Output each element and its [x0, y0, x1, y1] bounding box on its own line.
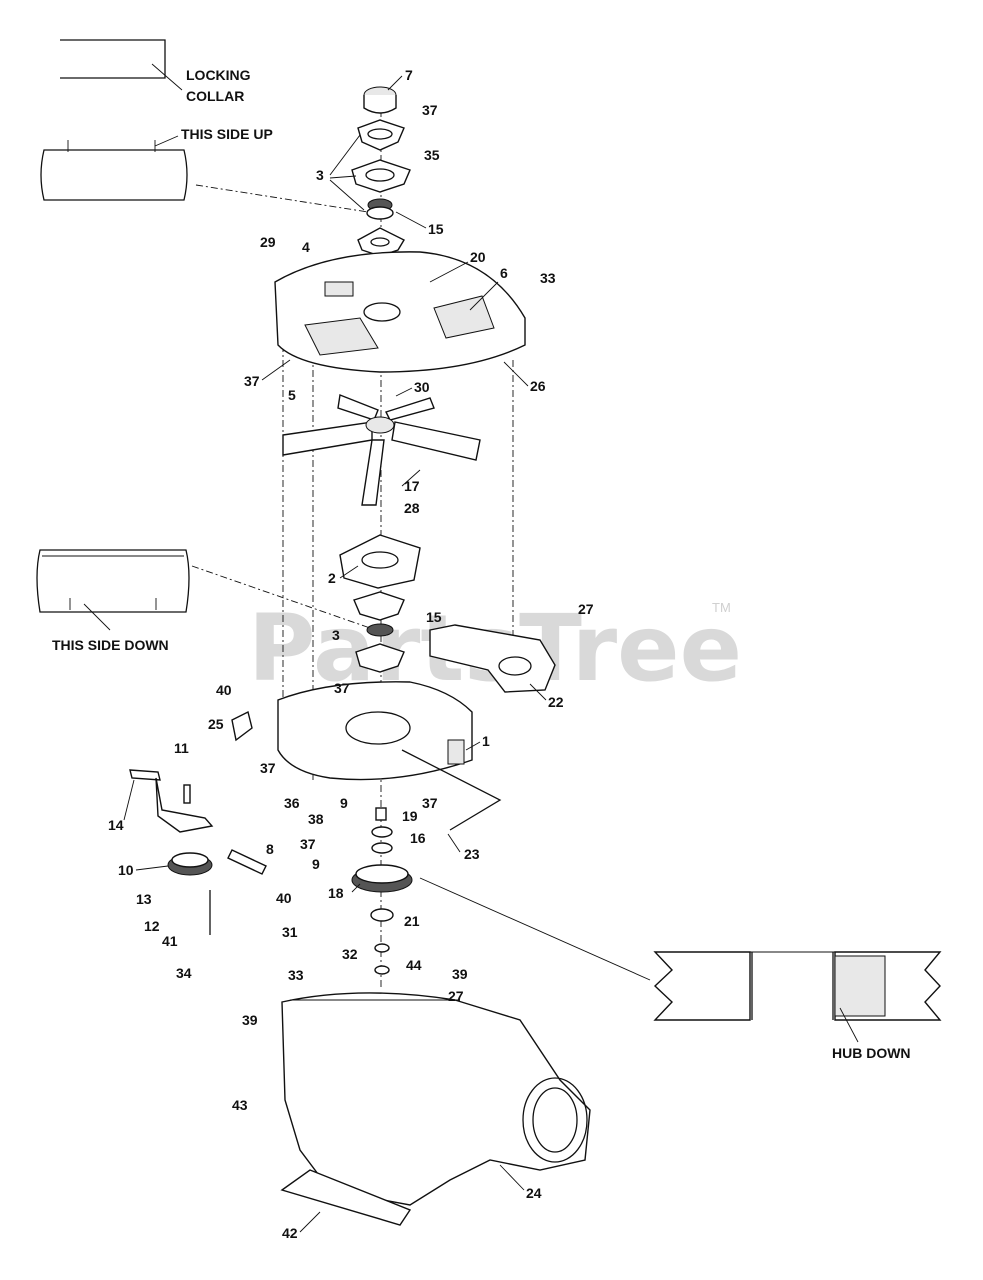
callout-34: 34	[176, 965, 192, 981]
callout-11: 11	[174, 740, 189, 756]
locking-collar-label-2: COLLAR	[186, 88, 244, 104]
callout-13: 13	[136, 891, 152, 907]
callout-37-e: 37	[422, 795, 438, 811]
callout-1: 1	[482, 733, 490, 749]
callout-14: 14	[108, 817, 124, 833]
callout-20: 20	[470, 249, 486, 265]
callout-5: 5	[288, 387, 296, 403]
callout-15: 15	[428, 221, 444, 237]
callout-30: 30	[414, 379, 430, 395]
locking-collar-detail: LOCKING COLLAR	[60, 39, 251, 104]
callout-16: 16	[410, 830, 426, 846]
callout-27: 27	[578, 601, 594, 617]
callout-35: 35	[424, 147, 440, 163]
callout-43: 43	[232, 1097, 248, 1113]
callout-10: 10	[118, 862, 134, 878]
callout-40-b: 40	[276, 890, 292, 906]
impeller	[282, 394, 481, 506]
locking-collar-label-1: LOCKING	[186, 67, 251, 83]
callout-29: 29	[260, 234, 276, 250]
callout-33: 33	[540, 270, 556, 286]
callout-25: 25	[208, 716, 224, 732]
callout-18: 18	[328, 885, 344, 901]
callout-36: 36	[284, 795, 300, 811]
this-side-down-label: THIS SIDE DOWN	[52, 637, 169, 653]
callout-39: 39	[452, 966, 468, 982]
side-bracket	[429, 624, 556, 693]
callout-9-b: 9	[312, 856, 320, 872]
linkage-parts	[129, 710, 267, 935]
callout-4: 4	[302, 239, 310, 255]
bearing-stack	[351, 86, 411, 257]
callout-3: 3	[316, 167, 324, 183]
this-side-up-label: THIS SIDE UP	[181, 126, 273, 142]
callout-labels: 7 37 35 3 15 29 4 20 6 33 37 5 26 30 17 …	[108, 67, 594, 1241]
callout-44: 44	[406, 957, 422, 973]
watermark-trademark: TM	[712, 600, 731, 615]
mid-flange-stack	[339, 534, 421, 673]
this-side-up-detail: THIS SIDE UP	[40, 126, 369, 213]
lower-housing	[277, 681, 473, 781]
callout-2: 2	[328, 570, 336, 586]
callout-39-b: 39	[242, 1012, 258, 1028]
callout-42: 42	[282, 1225, 298, 1241]
pulley-stack	[351, 749, 502, 975]
callout-37-d: 37	[260, 760, 276, 776]
leader-lines	[123, 75, 547, 1233]
discharge-chute	[280, 992, 591, 1226]
top-housing	[274, 251, 526, 373]
callout-40: 40	[216, 682, 232, 698]
callout-6: 6	[500, 265, 508, 281]
callout-28: 28	[404, 500, 420, 516]
callout-38: 38	[308, 811, 324, 827]
callout-41: 41	[162, 933, 178, 949]
callout-33-b: 33	[288, 967, 304, 983]
callout-27-b: 27	[448, 988, 464, 1004]
hub-down-detail: HUB DOWN	[419, 877, 942, 1061]
callout-32: 32	[342, 946, 358, 962]
this-side-down-detail: THIS SIDE DOWN	[36, 549, 371, 653]
callout-8: 8	[266, 841, 274, 857]
callout-24: 24	[526, 1185, 542, 1201]
callout-9: 9	[340, 795, 348, 811]
callout-23: 23	[464, 846, 480, 862]
callout-37-f: 37	[300, 836, 316, 852]
callout-15-b: 15	[426, 609, 442, 625]
callout-26: 26	[530, 378, 546, 394]
callout-22: 22	[548, 694, 564, 710]
callout-37-c: 37	[334, 680, 350, 696]
callout-17: 17	[404, 478, 420, 494]
callout-3-b: 3	[332, 627, 340, 643]
callout-19: 19	[402, 808, 418, 824]
callout-12: 12	[144, 918, 160, 934]
callout-37: 37	[422, 102, 438, 118]
hub-down-label: HUB DOWN	[832, 1045, 911, 1061]
callout-21: 21	[404, 913, 420, 929]
callout-37-b: 37	[244, 373, 260, 389]
callout-7: 7	[405, 67, 413, 83]
callout-31: 31	[282, 924, 298, 940]
